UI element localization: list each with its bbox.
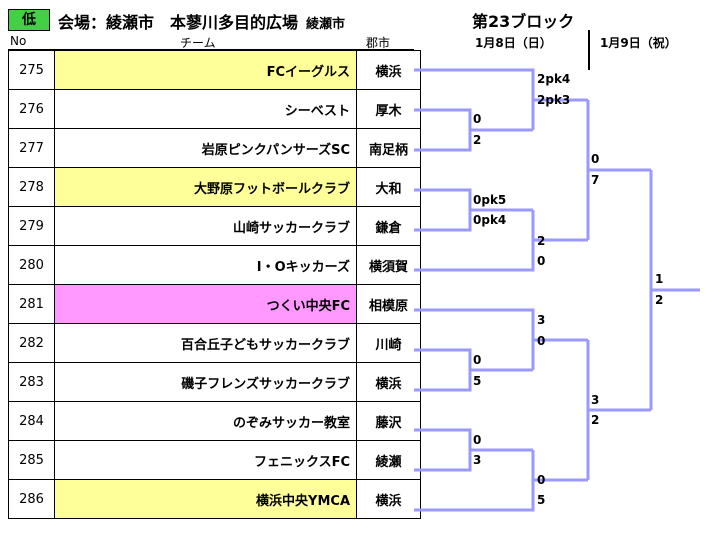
score-r2c-bottom: 0 <box>537 334 546 348</box>
team-number: 285 <box>8 440 55 480</box>
column-header-no: No <box>10 34 27 48</box>
score-r2a-top: 2pk4 <box>537 72 571 86</box>
score-r1d-bottom: 3 <box>473 453 482 467</box>
team-number: 281 <box>8 284 55 324</box>
team-number: 286 <box>8 479 55 519</box>
team-name: つくい中央FC <box>54 284 357 324</box>
team-city: 川崎 <box>356 323 421 363</box>
team-city: 横浜 <box>356 479 421 519</box>
score-r2d-top: 0 <box>537 473 546 487</box>
date-separator <box>588 30 590 70</box>
date-day2: 1月9日（祝） <box>600 36 677 50</box>
score-r2b-top: 2 <box>537 234 546 248</box>
team-name: 大野原フットボールクラブ <box>54 167 357 207</box>
team-name: 百合丘子どもサッカークラブ <box>54 323 357 363</box>
score-r2b-bottom: 0 <box>537 254 546 268</box>
venue-label: 会場：綾瀬市 本蓼川多目的広場 <box>58 13 299 32</box>
score-final-top: 1 <box>655 272 664 286</box>
bracket-r2d <box>414 450 535 512</box>
score-r2d-bottom: 5 <box>537 493 546 507</box>
venue-city: 綾瀬市 <box>306 17 346 32</box>
team-city: 横須賀 <box>356 245 421 285</box>
team-city: 厚木 <box>356 89 421 129</box>
team-number: 279 <box>8 206 55 246</box>
bracket-r1b <box>414 188 472 232</box>
bracket-r2c <box>414 308 535 370</box>
team-name: のぞみサッカー教室 <box>54 401 357 441</box>
team-number: 276 <box>8 89 55 129</box>
score-r1a-bottom: 2 <box>473 133 482 147</box>
bracket-r1a <box>414 108 472 152</box>
score-r1a-top: 0 <box>473 112 482 126</box>
score-sf-b-bottom: 2 <box>591 413 600 427</box>
team-name: 磯子フレンズサッカークラブ <box>54 362 357 402</box>
team-number: 280 <box>8 245 55 285</box>
score-r1d-top: 0 <box>473 433 482 447</box>
team-name: シーベスト <box>54 89 357 129</box>
bracket-r2b <box>414 210 535 272</box>
team-city: 横浜 <box>356 50 421 90</box>
team-number: 278 <box>8 167 55 207</box>
bracket-r1d <box>414 428 472 472</box>
team-number: 283 <box>8 362 55 402</box>
score-r1c-top: 0 <box>473 353 482 367</box>
score-r1b-top: 0pk5 <box>473 193 507 207</box>
score-r2a-bottom: 2pk3 <box>537 93 571 107</box>
bracket-r1c <box>414 348 472 392</box>
team-name: I・Oキッカーズ <box>54 245 357 285</box>
date-day1: 1月8日（日） <box>475 36 552 50</box>
team-city: 南足柄 <box>356 128 421 168</box>
team-name: FCイーグルス <box>54 50 357 90</box>
bracket-r2a <box>414 68 535 130</box>
team-name: 岩原ピンクパンサーズSC <box>54 128 357 168</box>
header-rule <box>8 49 414 50</box>
team-city: 大和 <box>356 167 421 207</box>
level-tag: 低 <box>8 9 50 31</box>
team-number: 275 <box>8 50 55 90</box>
venue-title: 会場：綾瀬市 本蓼川多目的広場綾瀬市 <box>58 9 345 33</box>
column-header-city: 郡市 <box>366 36 391 50</box>
score-sf-a-top: 0 <box>591 152 600 166</box>
score-final-bottom: 2 <box>655 293 664 307</box>
block-title: 第23ブロック <box>472 12 575 31</box>
score-sf-a-bottom: 7 <box>591 173 600 187</box>
score-r2c-top: 3 <box>537 313 546 327</box>
score-r1b-bottom: 0pk4 <box>473 213 507 227</box>
team-number: 277 <box>8 128 55 168</box>
column-header-team: チーム <box>180 36 216 50</box>
score-r1c-bottom: 5 <box>473 374 482 388</box>
team-name: 横浜中央YMCA <box>54 479 357 519</box>
score-sf-b-top: 3 <box>591 393 600 407</box>
